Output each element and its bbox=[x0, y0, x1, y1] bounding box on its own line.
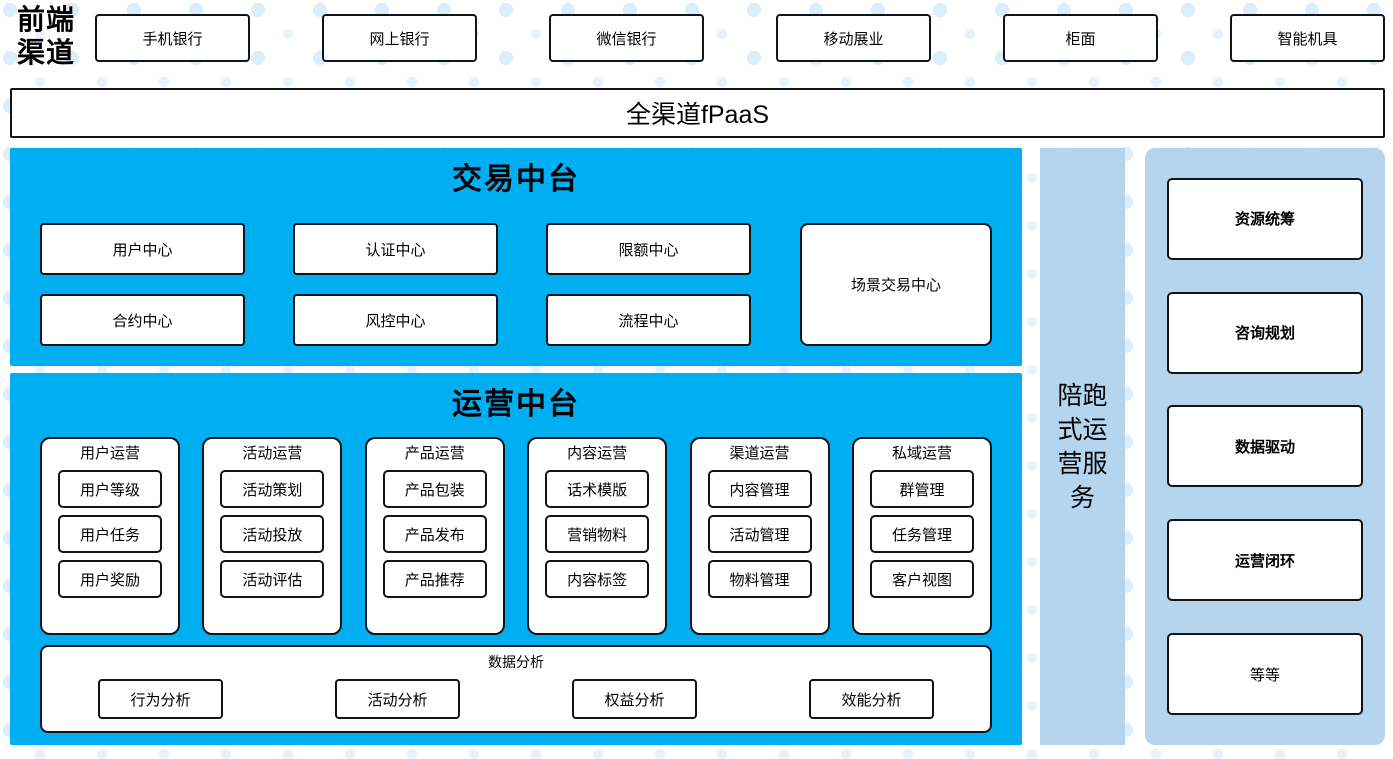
service-capability-box[interactable]: 资源统筹 bbox=[1167, 177, 1363, 260]
data-analysis-item[interactable]: 权益分析 bbox=[572, 679, 697, 719]
front-channel-row: 手机银行 网上银行 微信银行 移动展业 柜面 智能机具 bbox=[95, 14, 1385, 62]
trade-center-box[interactable]: 合约中心 bbox=[40, 294, 245, 346]
service-capability-panel: 资源统筹咨询规划数据驱动运营闭环等等 bbox=[1145, 148, 1385, 745]
ops-group-item[interactable]: 任务管理 bbox=[869, 515, 974, 553]
ops-group-item[interactable]: 客户视图 bbox=[869, 560, 974, 598]
ops-group-item[interactable]: 营销物料 bbox=[545, 515, 650, 553]
service-capability-box[interactable]: 咨询规划 bbox=[1167, 291, 1363, 374]
fpaas-bar[interactable]: 全渠道fPaaS bbox=[10, 88, 1385, 138]
ops-group-item[interactable]: 物料管理 bbox=[707, 560, 812, 598]
data-analysis-title: 数据分析 bbox=[488, 654, 544, 670]
front-channel-label-line2: 渠道 bbox=[16, 38, 75, 69]
ops-group: 渠道运营内容管理活动管理物料管理 bbox=[689, 437, 830, 635]
ops-group-item[interactable]: 用户任务 bbox=[58, 515, 162, 553]
ops-group-item[interactable]: 活动策划 bbox=[220, 470, 325, 508]
ops-group-item[interactable]: 用户奖励 bbox=[58, 560, 162, 598]
scene-transaction-center-box[interactable]: 场景交易中心 bbox=[800, 223, 992, 346]
data-analysis-row: 行为分析 活动分析 权益分析 效能分析 bbox=[42, 678, 990, 720]
ops-group-item[interactable]: 活动投放 bbox=[220, 515, 325, 553]
data-analysis-item[interactable]: 行为分析 bbox=[98, 679, 223, 719]
ops-group-title: 活动运营 bbox=[242, 445, 303, 462]
ops-group-title: 私域运营 bbox=[891, 445, 952, 462]
channel-box[interactable]: 智能机具 bbox=[1230, 14, 1385, 62]
ops-group-item[interactable]: 产品推荐 bbox=[382, 560, 487, 598]
trade-center-title: 交易中台 bbox=[452, 163, 580, 196]
ops-group: 私域运营群管理任务管理客户视图 bbox=[851, 437, 992, 635]
trade-center-box[interactable]: 风控中心 bbox=[293, 294, 498, 346]
channel-box[interactable]: 手机银行 bbox=[95, 14, 250, 62]
trade-center-box[interactable]: 流程中心 bbox=[546, 294, 751, 346]
ops-center-groups: 用户运营用户等级用户任务用户奖励活动运营活动策划活动投放活动评估产品运营产品包装… bbox=[40, 437, 992, 635]
front-channel-label-line1: 前端 bbox=[16, 5, 75, 36]
ops-group-title: 渠道运营 bbox=[729, 445, 790, 462]
trade-center-box[interactable]: 限额中心 bbox=[546, 223, 751, 275]
service-capability-box[interactable]: 数据驱动 bbox=[1167, 405, 1363, 488]
ops-group-item[interactable]: 群管理 bbox=[869, 470, 974, 508]
ops-group: 内容运营话术模版营销物料内容标签 bbox=[527, 437, 668, 635]
channel-box[interactable]: 网上银行 bbox=[322, 14, 477, 62]
ops-group-item[interactable]: 内容管理 bbox=[707, 470, 812, 508]
trade-center-box[interactable]: 认证中心 bbox=[293, 223, 498, 275]
ops-center-title: 运营中台 bbox=[452, 388, 580, 421]
service-capability-box[interactable]: 运营闭环 bbox=[1167, 519, 1363, 602]
accompany-service-label: 陪跑式运营服务 bbox=[1057, 381, 1108, 512]
ops-group-item[interactable]: 话术模版 bbox=[545, 470, 650, 508]
ops-group-title: 用户运营 bbox=[79, 445, 140, 462]
accompany-service-column: 陪跑式运营服务 bbox=[1040, 148, 1125, 745]
ops-group: 产品运营产品包装产品发布产品推荐 bbox=[364, 437, 505, 635]
channel-box[interactable]: 柜面 bbox=[1003, 14, 1158, 62]
data-analysis-box: 数据分析 行为分析 活动分析 权益分析 效能分析 bbox=[40, 645, 992, 733]
ops-group-item[interactable]: 产品发布 bbox=[382, 515, 487, 553]
channel-box[interactable]: 微信银行 bbox=[549, 14, 704, 62]
data-analysis-item[interactable]: 效能分析 bbox=[809, 679, 934, 719]
service-capability-box[interactable]: 等等 bbox=[1167, 633, 1363, 716]
ops-group: 用户运营用户等级用户任务用户奖励 bbox=[40, 437, 180, 635]
trade-center-box[interactable]: 用户中心 bbox=[40, 223, 245, 275]
ops-group-item[interactable]: 活动评估 bbox=[220, 560, 325, 598]
channel-box[interactable]: 移动展业 bbox=[776, 14, 931, 62]
ops-group-item[interactable]: 用户等级 bbox=[58, 470, 162, 508]
front-channel-label: 前端 渠道 bbox=[4, 4, 88, 70]
ops-group-title: 产品运营 bbox=[404, 445, 465, 462]
ops-group-item[interactable]: 产品包装 bbox=[382, 470, 487, 508]
ops-group-item[interactable]: 活动管理 bbox=[707, 515, 812, 553]
ops-group: 活动运营活动策划活动投放活动评估 bbox=[202, 437, 343, 635]
data-analysis-item[interactable]: 活动分析 bbox=[335, 679, 460, 719]
ops-group-item[interactable]: 内容标签 bbox=[545, 560, 650, 598]
ops-group-title: 内容运营 bbox=[567, 445, 628, 462]
